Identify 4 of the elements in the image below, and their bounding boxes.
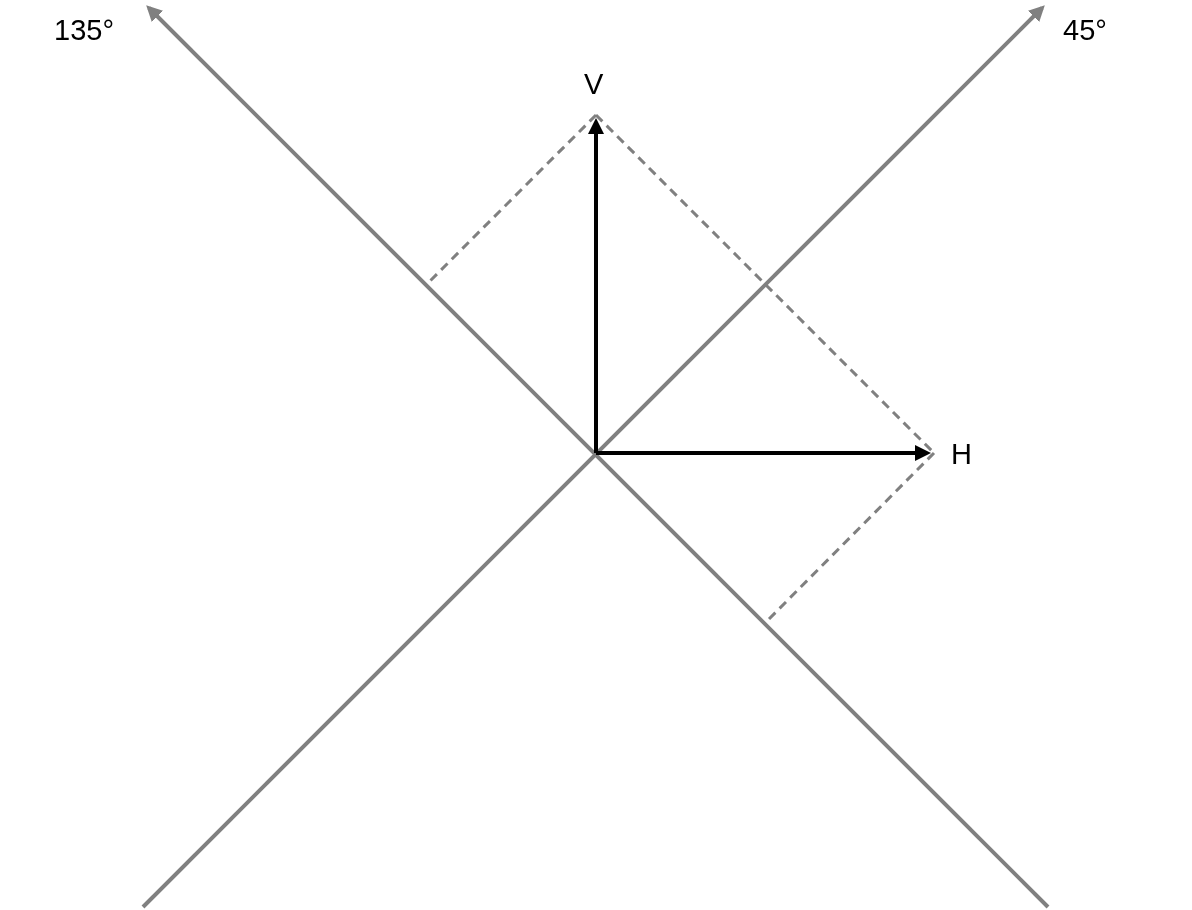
angle-label: 45°: [1063, 16, 1107, 45]
vector-label: H: [951, 440, 972, 469]
angle-label: 135°: [54, 16, 114, 45]
vector-label: V: [584, 70, 604, 99]
